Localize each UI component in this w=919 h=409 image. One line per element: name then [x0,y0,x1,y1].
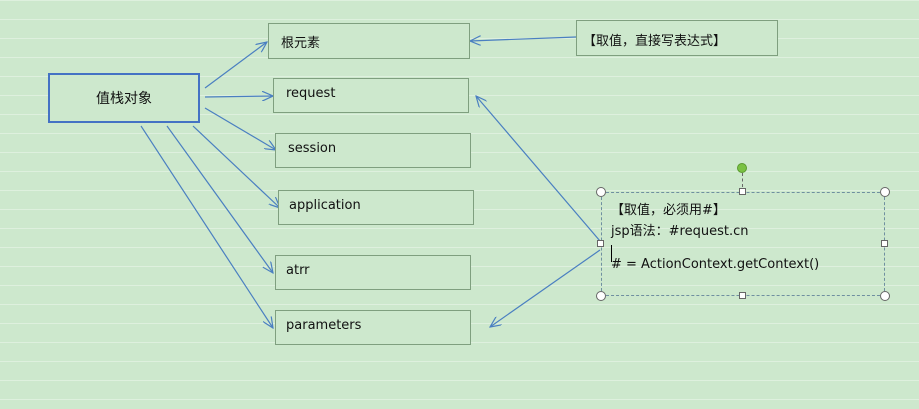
resize-handle-bottom-right[interactable] [880,291,890,301]
arrow-to-request [204,96,273,97]
arrow-to-atrr [166,125,273,273]
arrow-to-root [204,42,267,89]
resize-handle-bottom[interactable] [739,292,746,299]
root-note-box[interactable]: 【取值，直接写表达式】 [576,20,778,56]
arrow-context-to-parameters [490,249,601,327]
text-caret [611,245,612,262]
context-note-box[interactable]: 【取值，必须用#】 jsp语法：#request.cn # = ActionCo… [601,192,885,296]
resize-handle-top[interactable] [739,188,746,195]
session-label: session [288,141,337,156]
root-note-text: 【取值，直接写表达式】 [583,34,727,49]
parameters-label: parameters [286,318,362,333]
root-element-box[interactable]: 根元素 [268,23,470,59]
arrow-to-parameters [140,125,273,328]
rotate-handle[interactable] [737,163,747,173]
root-element-label: 根元素 [281,36,321,51]
arrow-note-to-root [470,37,577,41]
resize-handle-bottom-left[interactable] [596,291,606,301]
resize-handle-top-right[interactable] [880,187,890,197]
context-note-line2: jsp语法：#request.cn [611,224,749,239]
arrow-to-application [192,125,280,208]
resize-handle-top-left[interactable] [596,187,606,197]
arrow-context-to-request [476,96,601,242]
atrr-label: atrr [286,263,310,278]
arrow-to-session [204,107,276,150]
parameters-box[interactable]: parameters [275,310,471,345]
resize-handle-left[interactable] [597,240,604,247]
rotate-handle-stem [742,173,743,187]
value-stack-label: 值栈对象 [96,91,152,107]
request-label: request [286,86,336,101]
application-box[interactable]: application [278,190,474,225]
request-box[interactable]: request [273,78,469,113]
session-box[interactable]: session [275,133,471,168]
context-note-line1: 【取值，必须用#】 [611,203,726,218]
application-label: application [289,198,361,213]
atrr-box[interactable]: atrr [275,255,471,290]
value-stack-node[interactable]: 值栈对象 [48,73,200,123]
resize-handle-right[interactable] [881,240,888,247]
context-note-line3: # = ActionContext.getContext() [611,257,820,272]
